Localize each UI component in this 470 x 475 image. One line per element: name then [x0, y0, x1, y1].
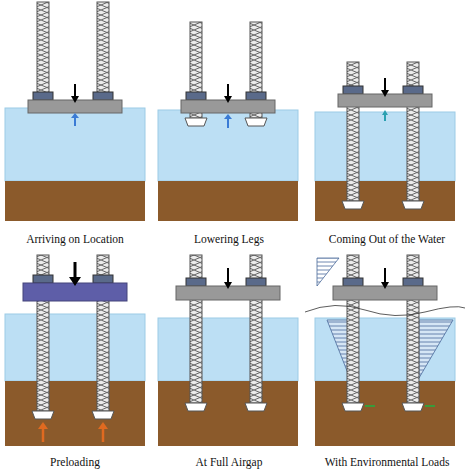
stage-caption: Preloading [50, 456, 100, 470]
stage-caption: Coming Out of the Water [329, 233, 445, 247]
stage-caption: Lowering Legs [194, 233, 264, 247]
stage-caption: With Environmental Loads [325, 456, 450, 470]
stage-caption: At Full Airgap [196, 456, 263, 470]
stage-caption: Arriving on Location [26, 233, 124, 247]
